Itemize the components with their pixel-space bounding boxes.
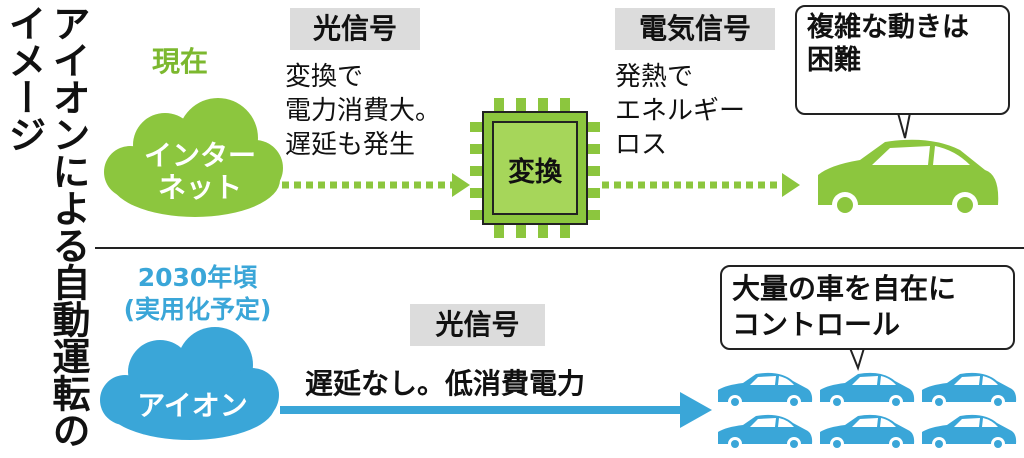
car-fleet (718, 372, 1017, 451)
arrow-head (680, 392, 712, 428)
diagram-title: アイオンによる自動運転のイメージ (2, 4, 90, 448)
car-icon (718, 372, 813, 409)
speech-bubble-future: 大量の車を自在に コントロール (720, 265, 1015, 350)
chip-icon (470, 98, 600, 238)
car-icon (818, 139, 999, 218)
arrow-head (452, 173, 470, 197)
cloud-icon (104, 98, 283, 217)
car-icon (922, 372, 1017, 409)
car-icon (820, 372, 915, 409)
arrow-line (280, 406, 685, 414)
era-label-current: 現在 (152, 45, 209, 78)
car-icon (718, 414, 813, 451)
cloud-icon (100, 327, 279, 440)
cloud-label-internet: インター ネット (143, 139, 256, 204)
chip-label: 変換 (508, 157, 562, 188)
car-icon (922, 414, 1017, 451)
era-label-future: 2030年頃 (実用化予定) (123, 263, 272, 324)
cloud-label-ion: アイオン (137, 389, 248, 422)
note-low-latency: 遅延なし。低消費電力 (305, 367, 586, 400)
note-heat: 発熱で エネルギー ロス (615, 62, 746, 160)
note-conversion: 変換で 電力消費大。 遅延も発生 (285, 62, 442, 160)
signal-label-electric: 電気信号 (615, 8, 775, 50)
car-icon (820, 414, 915, 451)
speech-bubble-current: 複雑な動きは 困難 (795, 5, 1010, 115)
signal-label-optical: 光信号 (290, 8, 420, 50)
signal-label-optical-future: 光信号 (410, 304, 545, 346)
arrow-head (782, 173, 800, 197)
